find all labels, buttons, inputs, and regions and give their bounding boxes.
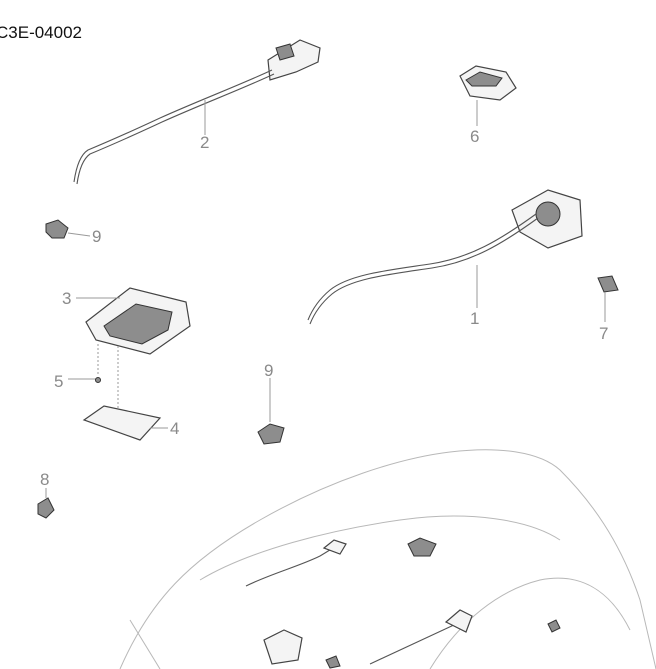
- part-8-clip: [37, 488, 55, 519]
- part-1-harness: [307, 189, 583, 325]
- drawing-code: C3E-04002: [0, 23, 83, 42]
- callout-3: 3: [62, 289, 71, 308]
- part-3-console: [76, 287, 191, 355]
- part-5-screw: [68, 344, 101, 383]
- part-9-clip-upper: [45, 219, 91, 239]
- part-9-clip-middle: [257, 378, 285, 445]
- callout-8: 8: [40, 470, 49, 489]
- callout-1: 1: [470, 309, 479, 328]
- part-7-connector: [597, 275, 619, 322]
- callout-5: 5: [54, 372, 63, 391]
- part-2-harness: [73, 39, 321, 185]
- callout-9-upper: 9: [92, 227, 101, 246]
- vehicle-outline: [119, 449, 656, 669]
- callout-2: 2: [200, 133, 209, 152]
- part-4-lens: [82, 346, 168, 441]
- part-6-module: [459, 65, 517, 126]
- callout-7: 7: [599, 324, 608, 343]
- callout-6: 6: [470, 127, 479, 146]
- callout-9-middle: 9: [264, 361, 273, 380]
- callout-4: 4: [170, 419, 179, 438]
